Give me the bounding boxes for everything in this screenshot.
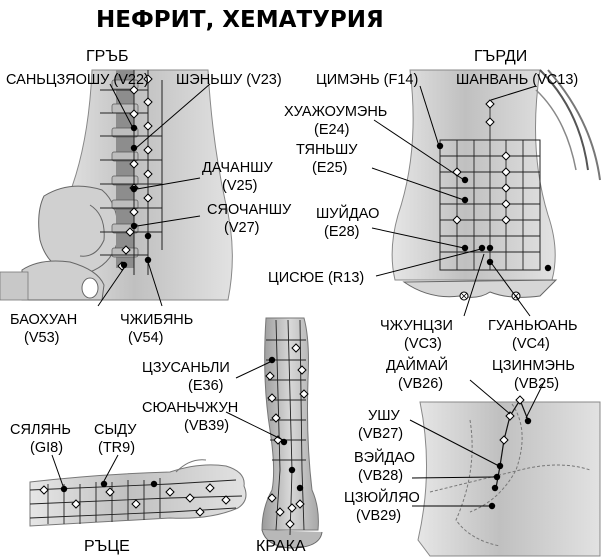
page-title: НЕФРИТ, ХЕМАТУРИЯ [96, 7, 384, 33]
point-vb29-name: ЦЗЮЙЛЯО [344, 488, 420, 506]
point-vb25-code: (VB25) [514, 376, 559, 392]
point-vb25-name: ЦЗИНМЭНЬ [492, 358, 575, 374]
point-v25-code: (V25) [222, 178, 257, 194]
pelvis-bone [38, 185, 119, 276]
arm-figure: СЯЛЯНЬ (GI8) СЫДУ (TR9) РЪЦЕ [10, 422, 247, 555]
point-v54-code: (V54) [128, 330, 163, 346]
point-v27-code: (V27) [224, 220, 259, 236]
point-v27-name: СЯОЧАНШУ [207, 202, 292, 218]
hip-figure: ДАЙМАЙ (VB26) ЦЗИНМЭНЬ (VB25) УШУ (VB27)… [344, 356, 601, 557]
point-vc3-code: (VC3) [404, 336, 442, 352]
point-vb26-code: (VB26) [398, 376, 443, 392]
point-e25-code: (E25) [312, 160, 347, 176]
chest-figure: ГЪРДИ ЦИМЭНЬ (F14) ШАНВАНЬ (VC13) ХУАЖОУ… [268, 48, 601, 352]
point-vb29-code: (VB29) [356, 508, 401, 524]
region-back-label: ГРЪБ [86, 48, 129, 65]
point-e24-name: ХУАЖОУМЭНЬ [284, 104, 387, 120]
point-vb27-name: УШУ [368, 408, 401, 424]
point-tr9-code: (TR9) [98, 440, 135, 456]
point-gi8-code: (GI8) [30, 440, 63, 456]
spine-column [116, 70, 134, 268]
point-v23-label: ШЭНЬШУ (V23) [176, 72, 282, 88]
point-e25-name: ТЯНЬШУ [296, 142, 358, 158]
point-e36-name: ЦЗУСАНЬЛИ [142, 360, 230, 376]
point-vc3-name: ЧЖУНЦЗИ [380, 318, 453, 334]
point-vb28-code: (VB28) [358, 468, 403, 484]
point-e24-code: (E24) [314, 122, 349, 138]
leg-figure: ЦЗУСАНЬЛИ (E36) СЮАНЬЧЖУН (VB39) КРАКА [142, 317, 323, 555]
point-v22-label: САНЬЦЗЯОШУ (V22) [6, 72, 149, 88]
point-e36-code: (E36) [188, 378, 223, 394]
back-figure: ГРЪБ САНЬЦЗЯОШУ (V22) ШЭНЬШУ (V23) ДАЧАН… [0, 48, 292, 346]
point-v54-name: ЧЖИБЯНЬ [120, 312, 193, 328]
point-vb39-code: (VB39) [184, 418, 229, 434]
region-arms-label: РЪЦЕ [84, 538, 130, 555]
point-vc13-label: ШАНВАНЬ (VC13) [456, 72, 578, 88]
point-vb26-name: ДАЙМАЙ [386, 356, 448, 374]
point-v53-code: (V53) [24, 330, 59, 346]
region-chest-label: ГЪРДИ [474, 48, 527, 65]
point-e28-code: (E28) [324, 224, 359, 240]
point-vc4-code: (VC4) [512, 336, 550, 352]
point-vc4-name: ГУАНЬЮАНЬ [488, 318, 578, 334]
point-tr9-name: СЫДУ [94, 422, 137, 438]
point-e28-name: ШУЙДАО [316, 204, 379, 222]
point-v53-name: БАОХУАН [10, 312, 77, 328]
point-v25-name: ДАЧАНШУ [202, 160, 273, 176]
region-legs-label: КРАКА [256, 538, 306, 555]
point-r13-label: ЦИСЮЕ (R13) [268, 270, 364, 286]
point-gi8-name: СЯЛЯНЬ [10, 422, 71, 438]
point-vb28-name: ВЭЙДАО [354, 448, 415, 466]
point-f14-label: ЦИМЭНЬ (F14) [316, 72, 418, 88]
point-vb39-name: СЮАНЬЧЖУН [142, 400, 238, 416]
point-vb27-code: (VB27) [358, 426, 403, 442]
